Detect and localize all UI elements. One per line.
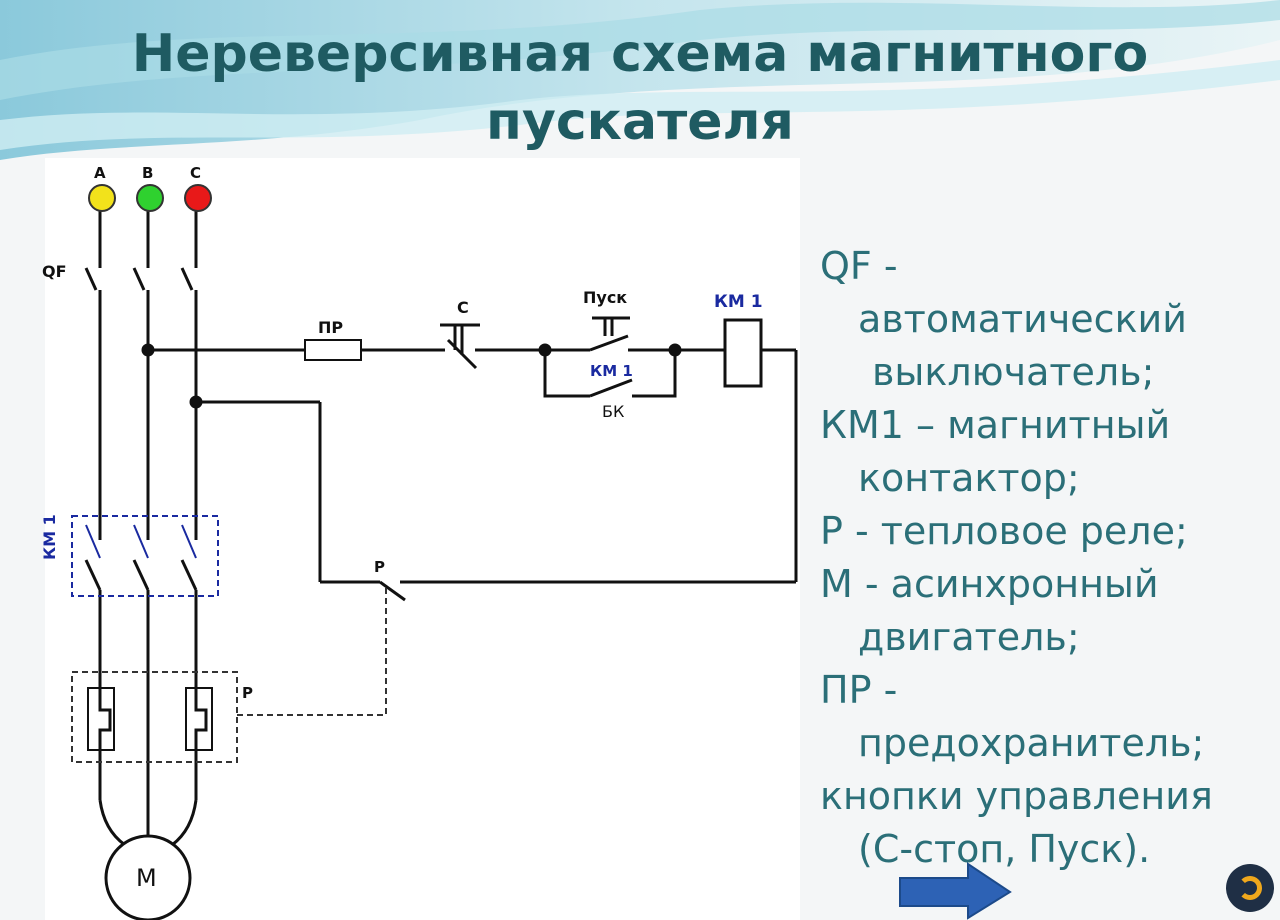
- logo-icon: [1226, 864, 1274, 912]
- slide-title-line1: Нереверсивная схема магнитного: [131, 24, 1149, 84]
- aux-contact-sublabel: БК: [602, 402, 625, 421]
- aux-contact-label: КМ 1: [590, 362, 633, 380]
- next-slide-arrow-icon[interactable]: [896, 860, 1016, 920]
- motor-label: М: [136, 864, 157, 892]
- phase-b-lamp: [136, 184, 164, 212]
- legend-line: ПР -: [820, 668, 898, 712]
- legend-line: М - асинхронный: [820, 562, 1159, 606]
- fuse-label: ПР: [318, 318, 344, 337]
- start-button-label: Пуск: [583, 288, 628, 307]
- legend: QF - автоматический выключатель; КМ1 – м…: [820, 240, 1270, 876]
- slide-title-line2: пускателя: [486, 92, 794, 152]
- phase-c-lamp: [184, 184, 212, 212]
- legend-line: выключатель;: [872, 350, 1155, 394]
- legend-line: кнопки управления: [820, 774, 1213, 818]
- legend-line: КМ1 – магнитный: [820, 403, 1171, 447]
- legend-line: контактор;: [858, 456, 1080, 500]
- main-contactor-label: КМ 1: [40, 514, 59, 560]
- thermal-relay-label: Р: [242, 684, 253, 702]
- phase-a-lamp: [88, 184, 116, 212]
- phase-c-label: C: [190, 164, 202, 182]
- coil-label: КМ 1: [714, 292, 763, 312]
- relay-contact-label: Р: [374, 558, 385, 576]
- legend-line: предохранитель;: [858, 721, 1205, 765]
- stop-button-label: С: [457, 298, 469, 317]
- legend-line: двигатель;: [858, 615, 1080, 659]
- legend-line: автоматический: [858, 297, 1187, 341]
- legend-line: (С-стоп, Пуск).: [858, 827, 1151, 871]
- phase-a-label: A: [94, 164, 106, 182]
- legend-line: QF -: [820, 244, 898, 288]
- phase-b-label: B: [142, 164, 154, 182]
- qf-label: QF: [42, 262, 67, 281]
- legend-line: Р - тепловое реле;: [820, 509, 1188, 553]
